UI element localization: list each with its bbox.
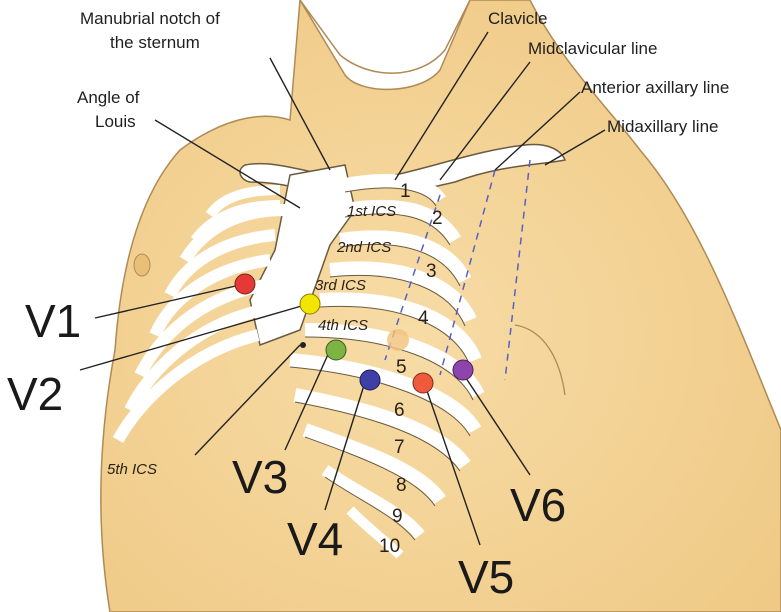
v4-electrode[interactable] xyxy=(360,370,380,390)
v3-label: V3 xyxy=(232,451,288,503)
rib-number-1: 1 xyxy=(400,181,411,202)
v5-label: V5 xyxy=(458,551,514,603)
ics-label-3: 3rd ICS xyxy=(315,277,366,294)
rib-number-9: 9 xyxy=(392,506,403,527)
rib-number-7: 7 xyxy=(394,437,405,458)
v3-electrode[interactable] xyxy=(326,340,346,360)
v1-electrode[interactable] xyxy=(235,274,255,294)
apex-marker xyxy=(387,329,409,351)
rib-number-5: 5 xyxy=(396,357,407,378)
v2-label: V2 xyxy=(7,368,63,420)
rib-number-6: 6 xyxy=(394,400,405,421)
anterior-axillary-label: Anterior axillary line xyxy=(581,78,729,97)
v6-electrode[interactable] xyxy=(453,360,473,380)
left-nipple xyxy=(134,254,150,276)
v6-label: V6 xyxy=(510,479,566,531)
midaxillary-label: Midaxillary line xyxy=(607,117,718,136)
rib-number-4: 4 xyxy=(418,308,429,329)
v4-label: V4 xyxy=(287,513,343,565)
rib-number-3: 3 xyxy=(426,261,437,282)
ics-label-4: 4th ICS xyxy=(318,317,368,334)
v1-label: V1 xyxy=(25,295,81,347)
manubrial-label-2: the sternum xyxy=(110,33,200,52)
midclavicular-label: Midclavicular line xyxy=(528,39,657,58)
v2-electrode[interactable] xyxy=(300,294,320,314)
clavicle-label: Clavicle xyxy=(488,9,548,28)
manubrial-label-1: Manubrial notch of xyxy=(80,9,220,28)
rib-number-2: 2 xyxy=(432,208,443,229)
rib-number-8: 8 xyxy=(396,475,407,496)
fifth-ics-dot xyxy=(300,342,306,348)
angle-label-1: Angle of xyxy=(77,88,140,107)
ics-label-2: 2nd ICS xyxy=(336,239,391,256)
angle-label-2: Louis xyxy=(95,112,136,131)
fifth-ics-label: 5th ICS xyxy=(107,461,157,478)
ics-label-1: 1st ICS xyxy=(347,203,396,220)
rib-number-10: 10 xyxy=(379,536,400,557)
v5-electrode[interactable] xyxy=(413,373,433,393)
